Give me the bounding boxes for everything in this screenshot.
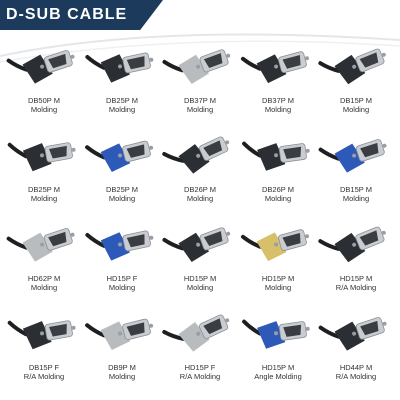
product-type: Molding: [264, 283, 292, 292]
product-name: HD15P M: [183, 274, 217, 283]
db-connector-icon: [7, 320, 76, 350]
vga-connector-icon: [85, 230, 154, 261]
header-banner: [0, 0, 163, 30]
vga-connector-icon: [242, 319, 310, 349]
vga-connector-icon: [162, 227, 231, 262]
product-type: Molding: [30, 194, 58, 203]
product-type: R/A Molding: [23, 372, 65, 381]
product-name: HD15P M: [261, 363, 295, 372]
db-connector-icon: [318, 48, 386, 85]
product-name: DB26P M: [184, 185, 216, 194]
product-name: HD15P F: [184, 363, 216, 372]
db-connector-icon: [242, 141, 310, 171]
vga-connector-icon: [318, 226, 386, 263]
vga-connector-icon: [240, 229, 309, 262]
product-type: Molding: [186, 194, 214, 203]
product-type: Molding: [342, 194, 370, 203]
db-connector-icon: [6, 50, 75, 84]
product-name: HD62P M: [27, 274, 61, 283]
product-type: Molding: [186, 105, 214, 114]
product-name: DB25P M: [106, 96, 138, 105]
product-name: DB9P M: [108, 363, 136, 372]
db-connector-icon: [7, 142, 76, 172]
product-type: Molding: [108, 372, 136, 381]
db-connector-icon: [318, 139, 387, 173]
product-type: Molding: [30, 283, 58, 292]
product-name: DB15P M: [340, 185, 372, 194]
product-type: Molding: [108, 283, 136, 292]
db-connector-icon: [162, 49, 231, 84]
product-name: DB25P M: [106, 185, 138, 194]
product-type: Molding: [342, 105, 370, 114]
db-connector-icon: [240, 51, 309, 84]
product-name: HD15P M: [339, 274, 373, 283]
product-name: DB37P M: [184, 96, 216, 105]
product-type: R/A Molding: [335, 283, 377, 292]
product-type: Molding: [108, 105, 136, 114]
page-title: D-SUB CABLE: [6, 6, 128, 23]
db-connector-icon: [85, 318, 154, 350]
db-connector-icon: [162, 136, 230, 174]
db-connector-icon: [85, 52, 154, 83]
product-name: DB25P M: [28, 185, 60, 194]
product-type: Molding: [30, 105, 58, 114]
db-connector-icon: [6, 228, 75, 262]
product-type: Molding: [108, 194, 136, 203]
product-type: Molding: [264, 194, 292, 203]
product-type: Molding: [264, 105, 292, 114]
vga-connector-icon: [162, 314, 230, 352]
product-name: DB50P M: [28, 96, 60, 105]
db-connector-icon: [318, 317, 387, 351]
product-name: DB15P M: [340, 96, 372, 105]
product-type: R/A Molding: [179, 372, 221, 381]
product-name: DB26P M: [262, 185, 294, 194]
product-name: DB37P M: [262, 96, 294, 105]
product-type: Angle Molding: [254, 372, 302, 381]
product-name: DB15P F: [28, 363, 60, 372]
product-type: R/A Molding: [335, 372, 377, 381]
product-name: HD44P M: [339, 363, 373, 372]
product-name: HD15P F: [106, 274, 138, 283]
product-type: Molding: [186, 283, 214, 292]
product-name: HD15P M: [261, 274, 295, 283]
db-connector-icon: [85, 140, 154, 172]
